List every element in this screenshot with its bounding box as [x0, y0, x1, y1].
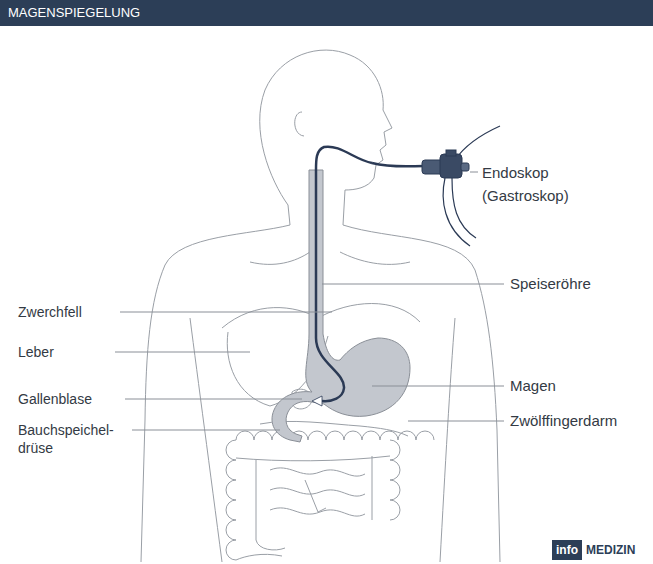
- part-label: Bauchspeichel- drüse: [18, 421, 128, 457]
- part-label: Zwerchfell: [18, 303, 82, 321]
- part-label: Leber: [18, 343, 54, 361]
- part-label: Gallenblase: [18, 390, 92, 408]
- page-title: MAGENSPIEGELUNG: [8, 5, 140, 21]
- logo-text: MEDIZIN: [586, 541, 635, 559]
- part-label: Speiseröhre: [510, 275, 591, 293]
- part-label: Zwölffingerdarm: [510, 412, 617, 430]
- header-bar: [0, 0, 653, 26]
- leader-lines: [115, 172, 504, 430]
- digestive-tract: [272, 170, 410, 442]
- endoscope: [312, 126, 500, 406]
- organ-outlines: [222, 304, 434, 561]
- part-label: Magen: [510, 377, 556, 395]
- body-outline: [141, 50, 500, 562]
- logo-mark: info: [552, 540, 582, 560]
- part-label: Endoskop (Gastroskop): [482, 161, 600, 207]
